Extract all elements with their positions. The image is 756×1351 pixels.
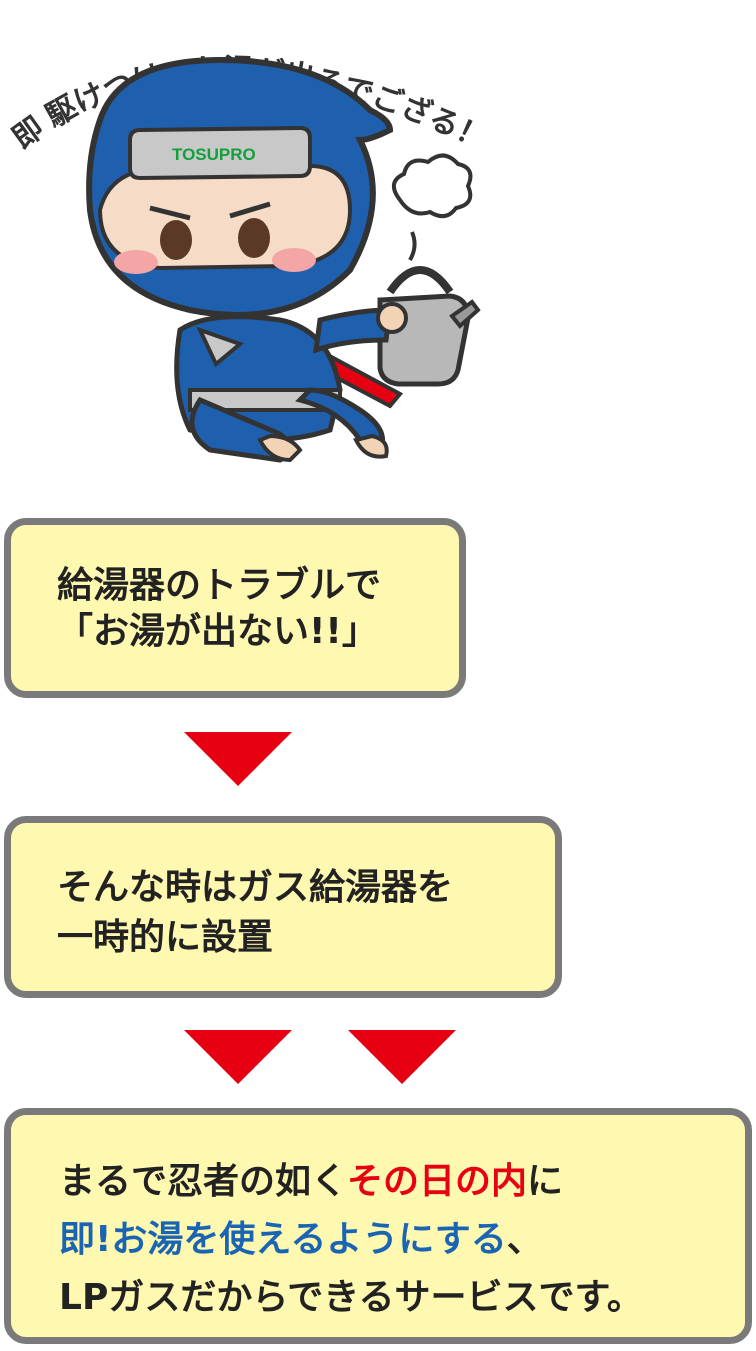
service-line-3: LPガスだからできるサービスです。 bbox=[59, 1277, 643, 1318]
same-day-emphasis: その日の内 bbox=[347, 1161, 528, 1202]
solution-box: そんな時はガス給湯器を 一時的に設置 bbox=[4, 816, 562, 998]
service-line-2: 即!お湯を使えるようにする、 bbox=[59, 1211, 745, 1269]
service-line-1-suffix: に bbox=[527, 1161, 564, 1202]
cap-logo: TOSUPRO bbox=[172, 145, 256, 164]
service-box: まるで忍者の如くその日の内に 即!お湯を使えるようにする、 LPガスだからできる… bbox=[4, 1108, 752, 1344]
ninja-mascot-illustration: 即 駆けつけ、お湯が出るでござる！ TOSUPRO bbox=[7, 54, 492, 463]
down-arrow-icon bbox=[348, 1030, 456, 1084]
steam-cloud-icon bbox=[392, 153, 473, 261]
ninja-head: TOSUPRO bbox=[86, 56, 394, 318]
trouble-line-2: 「お湯が出ない!!」 bbox=[57, 611, 378, 652]
trouble-box: 給湯器のトラブルで 「お湯が出ない!!」 bbox=[4, 518, 466, 698]
service-line-1-text: まるで忍者の如く bbox=[59, 1161, 348, 1202]
down-arrow-icon bbox=[184, 732, 292, 786]
trouble-line-1: 給湯器のトラブルで bbox=[57, 565, 382, 606]
instant-hot-water-emphasis: 即!お湯を使えるようにする bbox=[59, 1219, 507, 1260]
solution-line-1: そんな時はガス給湯器を bbox=[57, 867, 454, 908]
solution-line-2: 一時的に設置 bbox=[57, 917, 274, 958]
service-line-1: まるで忍者の如くその日の内に bbox=[59, 1153, 745, 1211]
service-line-2-comma: 、 bbox=[506, 1219, 543, 1260]
down-arrow-icon bbox=[184, 1030, 292, 1084]
